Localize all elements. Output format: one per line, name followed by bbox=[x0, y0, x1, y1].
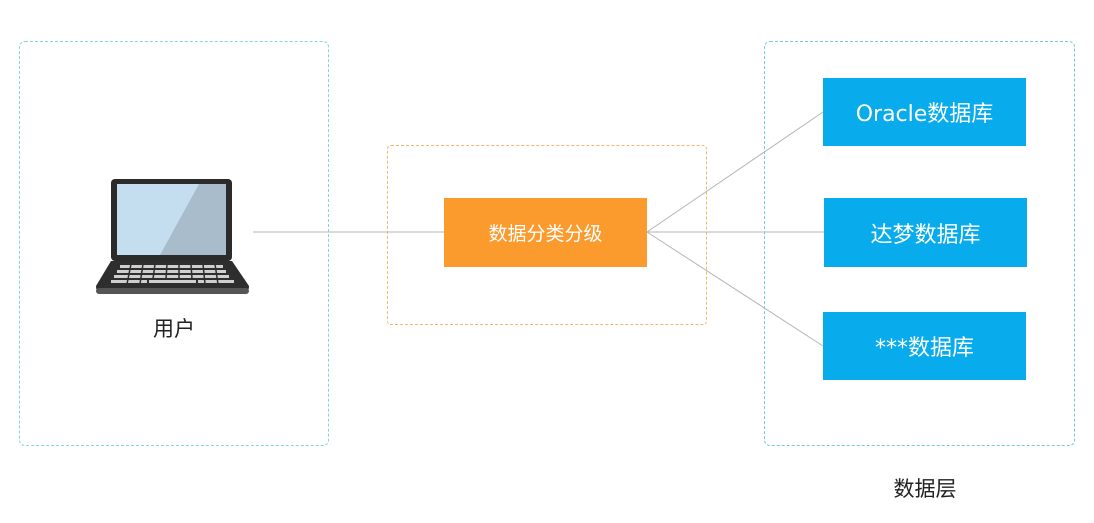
data-layer-zone bbox=[764, 41, 1075, 446]
user-zone bbox=[19, 41, 329, 446]
dameng-database-box: 达梦数据库 bbox=[824, 198, 1027, 267]
data-classification-box: 数据分类分级 bbox=[444, 198, 647, 267]
other-database-box: ***数据库 bbox=[823, 312, 1026, 380]
oracle-database-box: Oracle数据库 bbox=[823, 78, 1026, 146]
data-layer-label: 数据层 bbox=[893, 477, 957, 501]
laptop-icon bbox=[96, 179, 249, 294]
user-label: 用户 bbox=[153, 317, 195, 341]
connector-classify-to-other bbox=[646, 231, 824, 347]
classification-zone bbox=[387, 145, 707, 325]
connector-classify-to-oracle bbox=[646, 111, 824, 233]
